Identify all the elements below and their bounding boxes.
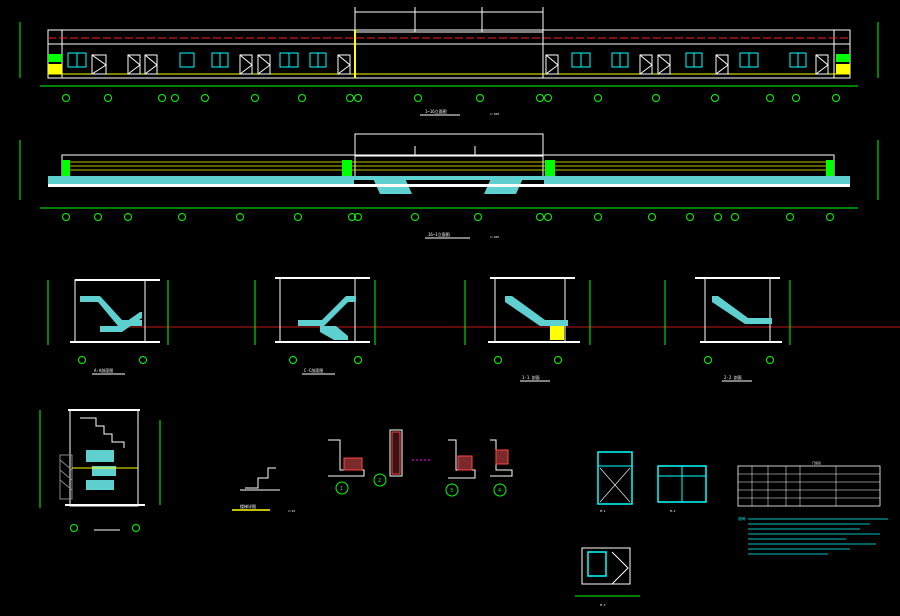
door-label-3: M-3 (600, 603, 606, 607)
scale-detail: 1:25 (288, 509, 295, 513)
section-a-a: A-A剖面图 (47, 279, 169, 375)
stair-detail (39, 409, 161, 532)
title-detail: 楼梯详图 (240, 503, 256, 509)
door-label-2: M-2 (670, 509, 676, 513)
node-details: 1 2 3 4 (328, 429, 513, 497)
node-label-2: 2 (378, 478, 381, 484)
step-detail: 楼梯详图 1:25 (232, 467, 295, 513)
table-header: 门窗表 (812, 460, 821, 465)
notes-block: 说明： (738, 516, 888, 555)
node-label-4: 4 (498, 488, 501, 494)
section-1-1: 1-1 剖面 (464, 277, 591, 382)
title-section-cc: C-C剖面图 (304, 367, 323, 373)
door-window-table: 门窗表 (737, 460, 881, 507)
elevation-2: 16~1立面图 1:100 (19, 133, 879, 239)
section-c-c: C-C剖面图 (254, 277, 376, 375)
scale-elevation-b: 1:100 (490, 235, 499, 239)
notes-heading: 说明： (738, 516, 749, 521)
elevation-1: 1~16立面图 1:100 (19, 7, 879, 116)
title-section-11: 1-1 剖面 (522, 374, 540, 380)
title-section-22: 2-2 剖面 (724, 374, 742, 380)
title-elevation-a: 1~16立面图 (425, 108, 447, 114)
door-elevations: M-1 M-2 M-3 (575, 451, 707, 607)
section-2-2: 2-2 剖面 (664, 277, 791, 382)
node-label-3: 3 (450, 488, 453, 494)
door-label-1: M-1 (600, 509, 606, 513)
node-label-1: 1 (340, 486, 343, 492)
title-section-aa: A-A剖面图 (94, 367, 113, 373)
title-elevation-b: 16~1立面图 (428, 231, 450, 237)
scale-elevation-a: 1:100 (490, 112, 499, 116)
